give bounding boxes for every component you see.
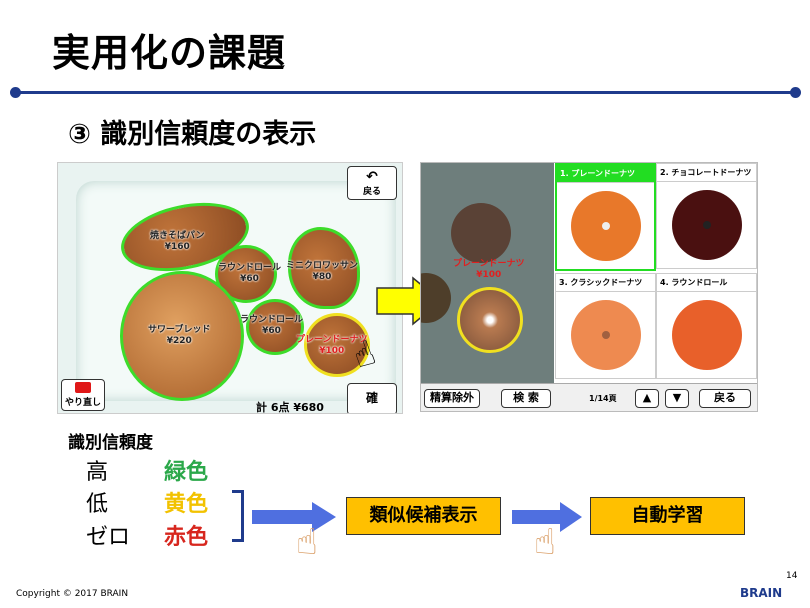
candidate-2[interactable]: 2. チョコレートドーナツ <box>656 163 757 269</box>
level-zero: ゼロ <box>86 525 131 550</box>
item-label: ラウンドロール¥60 <box>240 315 304 336</box>
selected-donut <box>457 287 523 353</box>
candidate-label: 4. ラウンドロール <box>657 274 756 292</box>
color-green: 緑色 <box>164 460 209 485</box>
search-button[interactable]: 検 索 <box>501 389 551 408</box>
item-label: 焼きそばパン¥160 <box>150 231 205 252</box>
slide-title: 実用化の課題 <box>52 31 287 75</box>
candidate-label: 2. チョコレートドーナツ <box>657 164 756 182</box>
retake-button[interactable]: やり直し <box>61 379 105 411</box>
donut-image <box>671 190 742 260</box>
item-label: プレーンドーナツ¥100 <box>296 335 368 356</box>
copyright: Copyright © 2017 BRAIN <box>16 589 129 599</box>
croissant-image <box>451 203 511 263</box>
candidate-label: 3. クラシックドーナツ <box>556 274 655 292</box>
screen-toolbar: 精算除外 検 索 1/14頁 ▲ ▼ 戻る <box>421 383 757 411</box>
divider-dot-left <box>10 87 21 98</box>
camera-icon <box>75 382 91 393</box>
selected-item-label: プレーンドーナツ¥100 <box>453 259 525 280</box>
page-number: 14 <box>786 571 798 581</box>
flow-arrow-2 <box>512 502 582 532</box>
bracket <box>232 490 244 542</box>
undo-arrow-icon: ↶ <box>366 169 378 185</box>
back-button[interactable]: 戻る <box>699 389 751 408</box>
donut-image <box>570 191 641 261</box>
candidate-3[interactable]: 3. クラシックドーナツ <box>555 273 656 379</box>
slide-subtitle: ③ 識別信頼度の表示 <box>68 119 317 150</box>
auto-learning-box: 自動学習 <box>590 497 745 535</box>
item-label: ラウンドロール¥60 <box>218 263 282 284</box>
color-yellow: 黄色 <box>164 492 209 517</box>
candidate-1[interactable]: 1. プレーンドーナツ <box>555 163 656 271</box>
exclude-button[interactable]: 精算除外 <box>424 389 480 408</box>
pointing-hand-icon: ☝ <box>534 522 556 563</box>
title-divider <box>16 91 796 94</box>
candidate-screen: プレーンドーナツ¥100 1. プレーンドーナツ 2. チョコレートドーナツ 3… <box>420 162 758 412</box>
flow-arrow-1 <box>252 502 336 532</box>
bread-roundroll-2 <box>246 299 304 355</box>
roll-image <box>421 273 451 323</box>
confirm-button[interactable]: 確 <box>347 383 397 413</box>
level-low: 低 <box>86 492 109 517</box>
page-down-button[interactable]: ▼ <box>665 389 689 408</box>
candidate-label: 1. プレーンドーナツ <box>557 165 654 183</box>
color-red: 赤色 <box>164 525 209 550</box>
recognition-screen: 焼きそばパン¥160 ラウンドロール¥60 ミニクロワッサン¥80 サワーブレッ… <box>57 162 403 414</box>
item-label: サワーブレッド¥220 <box>148 325 211 346</box>
brain-logo: BRAIN <box>740 586 783 600</box>
pointing-hand-icon: ☝ <box>296 522 318 563</box>
bread-donut <box>304 313 370 377</box>
page-up-button[interactable]: ▲ <box>635 389 659 408</box>
confidence-title: 識別信頼度 <box>68 433 153 453</box>
donut-image <box>570 300 641 370</box>
page-indicator: 1/14頁 <box>589 394 617 403</box>
camera-view: プレーンドーナツ¥100 <box>421 163 554 383</box>
bread-sourdough <box>120 271 244 401</box>
candidate-4[interactable]: 4. ラウンドロール <box>656 273 757 379</box>
item-label: ミニクロワッサン¥80 <box>286 261 359 282</box>
similar-candidates-box: 類似候補表示 <box>346 497 501 535</box>
bread-croissant <box>288 227 360 309</box>
back-button[interactable]: ↶戻る <box>347 166 397 200</box>
level-high: 高 <box>86 460 109 485</box>
total-text: 計 6点 ¥680 <box>256 401 324 414</box>
roll-image <box>671 300 742 370</box>
divider-dot-right <box>790 87 801 98</box>
